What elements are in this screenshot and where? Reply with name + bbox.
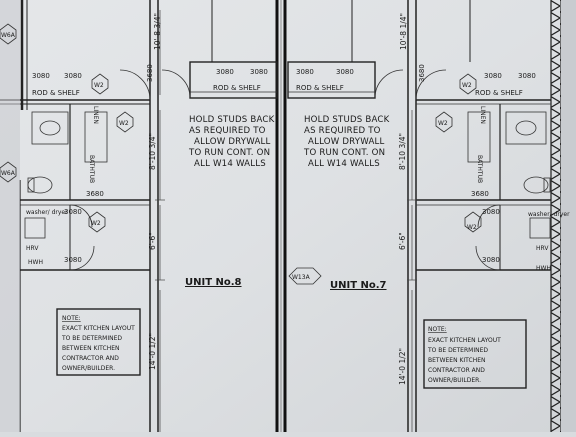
svg-text:AS REQUIRED TO: AS REQUIRED TO [189, 126, 266, 136]
svg-text:NOTE:: NOTE: [428, 326, 447, 333]
svg-text:W13A: W13A [292, 274, 311, 281]
dim-upper-left: 8'-10 3/4" [148, 133, 157, 170]
wall-tag-w2-c: W2 [88, 211, 106, 233]
door-tag-3080-e: 3080 [296, 68, 314, 76]
svg-text:CONTRACTOR AND: CONTRACTOR AND [62, 355, 119, 362]
door-tag-3080-h: 3080 [518, 72, 536, 80]
bathtub-label-right: BATHTUB [476, 155, 483, 183]
linen-label-left: LINEN [92, 106, 99, 124]
rod-shelf-label-right-b: ROD & SHELF [475, 89, 523, 97]
svg-text:HOLD STUDS BACK: HOLD STUDS BACK [189, 115, 275, 125]
svg-text:OWNER/BUILDER.: OWNER/BUILDER. [62, 365, 115, 372]
svg-text:W2: W2 [438, 120, 448, 127]
door-tag-3080-b: 3080 [64, 72, 82, 80]
svg-text:ALLOW DRYWALL: ALLOW DRYWALL [194, 137, 271, 147]
door-tag-3080-d: 3080 [250, 68, 268, 76]
svg-text:W6A: W6A [1, 170, 16, 177]
svg-text:W2: W2 [462, 82, 472, 89]
wall-tag-w2-a: W2 [91, 73, 109, 95]
svg-text:CONTRACTOR AND: CONTRACTOR AND [428, 367, 485, 374]
wall-tag-w6a-top: W6A [0, 23, 17, 45]
dimension-lines [155, 10, 417, 432]
svg-text:OWNER/BUILDER.: OWNER/BUILDER. [428, 377, 481, 384]
dim-upper-right: 8'-10 3/4" [398, 133, 407, 170]
rod-shelf-label-left-a: ROD & SHELF [32, 89, 80, 97]
svg-text:HOLD STUDS BACK: HOLD STUDS BACK [304, 115, 390, 125]
wall-tag-w2-e: W2 [435, 111, 453, 133]
hwh-label-left: HWH [28, 259, 43, 266]
door-tag-3080-c: 3080 [216, 68, 234, 76]
svg-text:EXACT KITCHEN LAYOUT: EXACT KITCHEN LAYOUT [62, 325, 135, 332]
rod-shelf-label-right-a: ROD & SHELF [296, 84, 344, 92]
svg-text:BETWEEN KITCHEN: BETWEEN KITCHEN [62, 345, 119, 352]
svg-text:EXACT KITCHEN LAYOUT: EXACT KITCHEN LAYOUT [428, 337, 501, 344]
svg-text:NOTE:: NOTE: [62, 315, 81, 322]
exterior-wall-right [550, 0, 576, 432]
svg-text:AS REQUIRED TO: AS REQUIRED TO [304, 126, 381, 136]
dim-mid-left: 6'-6" [148, 232, 157, 250]
door-tag-3680-left: 3680 [86, 190, 104, 198]
door-tag-3080-f: 3080 [336, 68, 354, 76]
hold-studs-note-right: HOLD STUDS BACK AS REQUIRED TO ALLOW DRY… [303, 115, 390, 169]
hrv-label-right: HRV [536, 245, 549, 252]
bathtub-label-left: BATHTUB [88, 155, 95, 183]
dim-mid-right: 6'-6" [398, 232, 407, 250]
fixtures [24, 111, 551, 239]
rod-shelf-label-left-b: ROD & SHELF [213, 84, 261, 92]
svg-text:W6A: W6A [1, 32, 16, 39]
door-tag-3080-g: 3080 [484, 72, 502, 80]
washer-dryer-label-left: washer/ dryer [26, 209, 68, 216]
dim-top-left: 10'-8 3/4" [153, 13, 162, 50]
washer-dryer-label-right: washer/ dryer [528, 211, 570, 218]
door-tag-3080-l: 3080 [482, 256, 500, 264]
door-swings [69, 69, 501, 271]
unit-title-8: UNIT No.8 [185, 277, 242, 288]
svg-text:ALLOW DRYWALL: ALLOW DRYWALL [308, 137, 385, 147]
svg-text:ALL W14 WALLS: ALL W14 WALLS [308, 159, 380, 169]
kitchen-note-right: NOTE: EXACT KITCHEN LAYOUT TO BE DETERMI… [423, 319, 527, 389]
hold-studs-note-left: HOLD STUDS BACK AS REQUIRED TO ALLOW DRY… [188, 115, 275, 169]
wall-tag-w2-f: W2 [459, 73, 477, 95]
door-tag-3680-top-right: 3680 [418, 64, 426, 82]
door-tag-3680-top-left: 3680 [146, 64, 154, 82]
door-tag-3080-j: 3080 [64, 256, 82, 264]
svg-text:TO RUN CONT. ON: TO RUN CONT. ON [303, 148, 385, 158]
svg-text:TO RUN CONT. ON: TO RUN CONT. ON [188, 148, 270, 158]
hwh-label-right: HWH [536, 265, 551, 272]
unit7-walls [287, 0, 551, 432]
wall-tag-w2-b: W2 [116, 111, 134, 133]
door-tag-3080-a: 3080 [32, 72, 50, 80]
svg-text:TO BE DETERMINED: TO BE DETERMINED [427, 347, 488, 354]
dim-top-right: 10'-8 1/4" [399, 13, 408, 50]
kitchen-note-left: NOTE: EXACT KITCHEN LAYOUT TO BE DETERMI… [56, 308, 141, 376]
unit-title-7: UNIT No.7 [330, 280, 387, 291]
svg-text:W2: W2 [94, 82, 104, 89]
svg-text:W2: W2 [119, 120, 129, 127]
door-tag-3080-k: 3080 [482, 208, 500, 216]
hrv-label-left: HRV [26, 245, 39, 252]
svg-text:W2: W2 [467, 224, 477, 231]
wall-tag-w13a: W13A [288, 267, 322, 285]
linen-label-right: LINEN [479, 106, 486, 124]
wall-tag-w6a-mid: W6A [0, 161, 17, 183]
door-tag-3680-right: 3680 [471, 190, 489, 198]
svg-text:BETWEEN KITCHEN: BETWEEN KITCHEN [428, 357, 485, 364]
wall-tag-w2-d: W2 [464, 211, 482, 233]
svg-text:ALL W14 WALLS: ALL W14 WALLS [194, 159, 266, 169]
dim-low-left: 14'-0 1/2" [148, 333, 157, 370]
door-tag-3080-i: 3080 [64, 208, 82, 216]
svg-text:W2: W2 [91, 220, 101, 227]
dim-low-right: 14'-0 1/2" [398, 348, 407, 385]
svg-text:TO BE DETERMINED: TO BE DETERMINED [61, 335, 122, 342]
